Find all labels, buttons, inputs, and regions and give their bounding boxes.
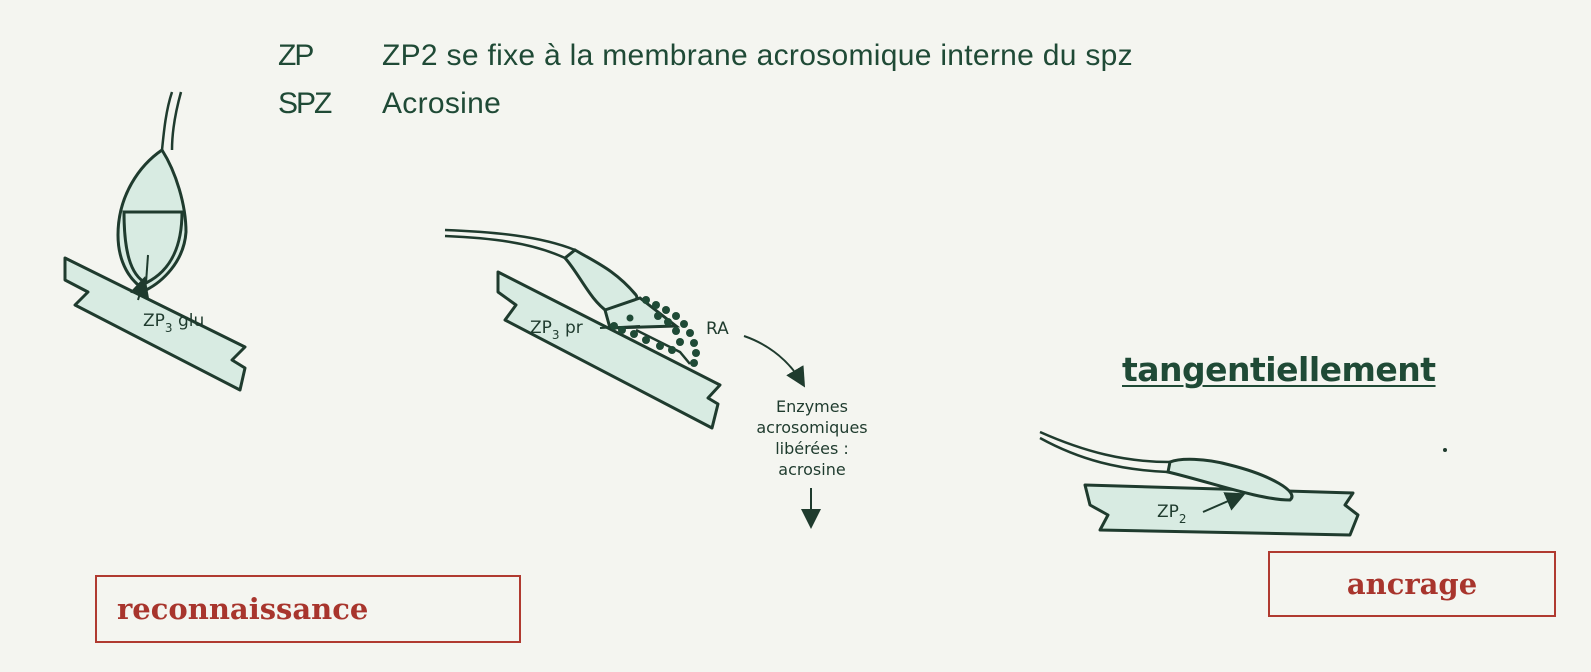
- release-arrow: [743, 335, 806, 388]
- legend-value: ZP2 se fixe à la membrane acrosomique in…: [382, 39, 1133, 72]
- sperm-head: [1166, 457, 1294, 502]
- anchoring-label: ancrage: [1346, 567, 1478, 601]
- reaction-figure: [444, 228, 722, 430]
- contact-arrow: [129, 276, 149, 301]
- svg-text:Enzymes: Enzymes: [776, 397, 848, 416]
- zp3-pr-label: ZP3 pr: [530, 318, 583, 342]
- recognition-box: reconnaissance: [95, 575, 521, 643]
- zp2-pointer: [1202, 492, 1246, 513]
- anchoring-figure: [1039, 430, 1360, 537]
- legend-key: SPZ: [278, 87, 332, 120]
- zona-pellucida-band: [1083, 483, 1360, 537]
- anchoring-box: ancrage: [1268, 551, 1556, 617]
- svg-text:acrosomiques: acrosomiques: [756, 418, 867, 437]
- sperm-head: [116, 147, 188, 292]
- released-vesicles: [610, 296, 700, 367]
- sperm-tail: [444, 228, 576, 260]
- zp3-glu-label: ZP3 glu: [143, 311, 204, 335]
- legend-key: ZP: [278, 39, 314, 72]
- zona-pellucida-band: [496, 270, 722, 430]
- legend-row-zp: ZP ZP2 se fixe à la membrane acrosomique…: [278, 32, 1133, 80]
- recognition-label: reconnaissance: [117, 592, 369, 626]
- sperm-tail: [1039, 430, 1171, 474]
- tangentially-heading: tangentiellement: [1122, 350, 1436, 389]
- sperm-tail: [160, 91, 183, 151]
- enzymes-label: Enzymes acrosomiques libérées : acrosine: [756, 397, 867, 479]
- zona-pellucida-band: [63, 256, 247, 392]
- ra-label: RA: [706, 319, 729, 339]
- recognition-figure: [63, 91, 247, 392]
- legend: ZP ZP2 se fixe à la membrane acrosomique…: [278, 32, 1133, 128]
- acrosome-cap: [603, 296, 681, 330]
- legend-value: Acrosine: [382, 87, 502, 120]
- dot-mark: [1443, 448, 1447, 452]
- zp2-label: ZP2: [1157, 502, 1187, 526]
- svg-text:acrosine: acrosine: [778, 460, 845, 479]
- svg-text:libérées :: libérées :: [775, 439, 849, 458]
- legend-row-spz: SPZ Acrosine: [278, 80, 1133, 128]
